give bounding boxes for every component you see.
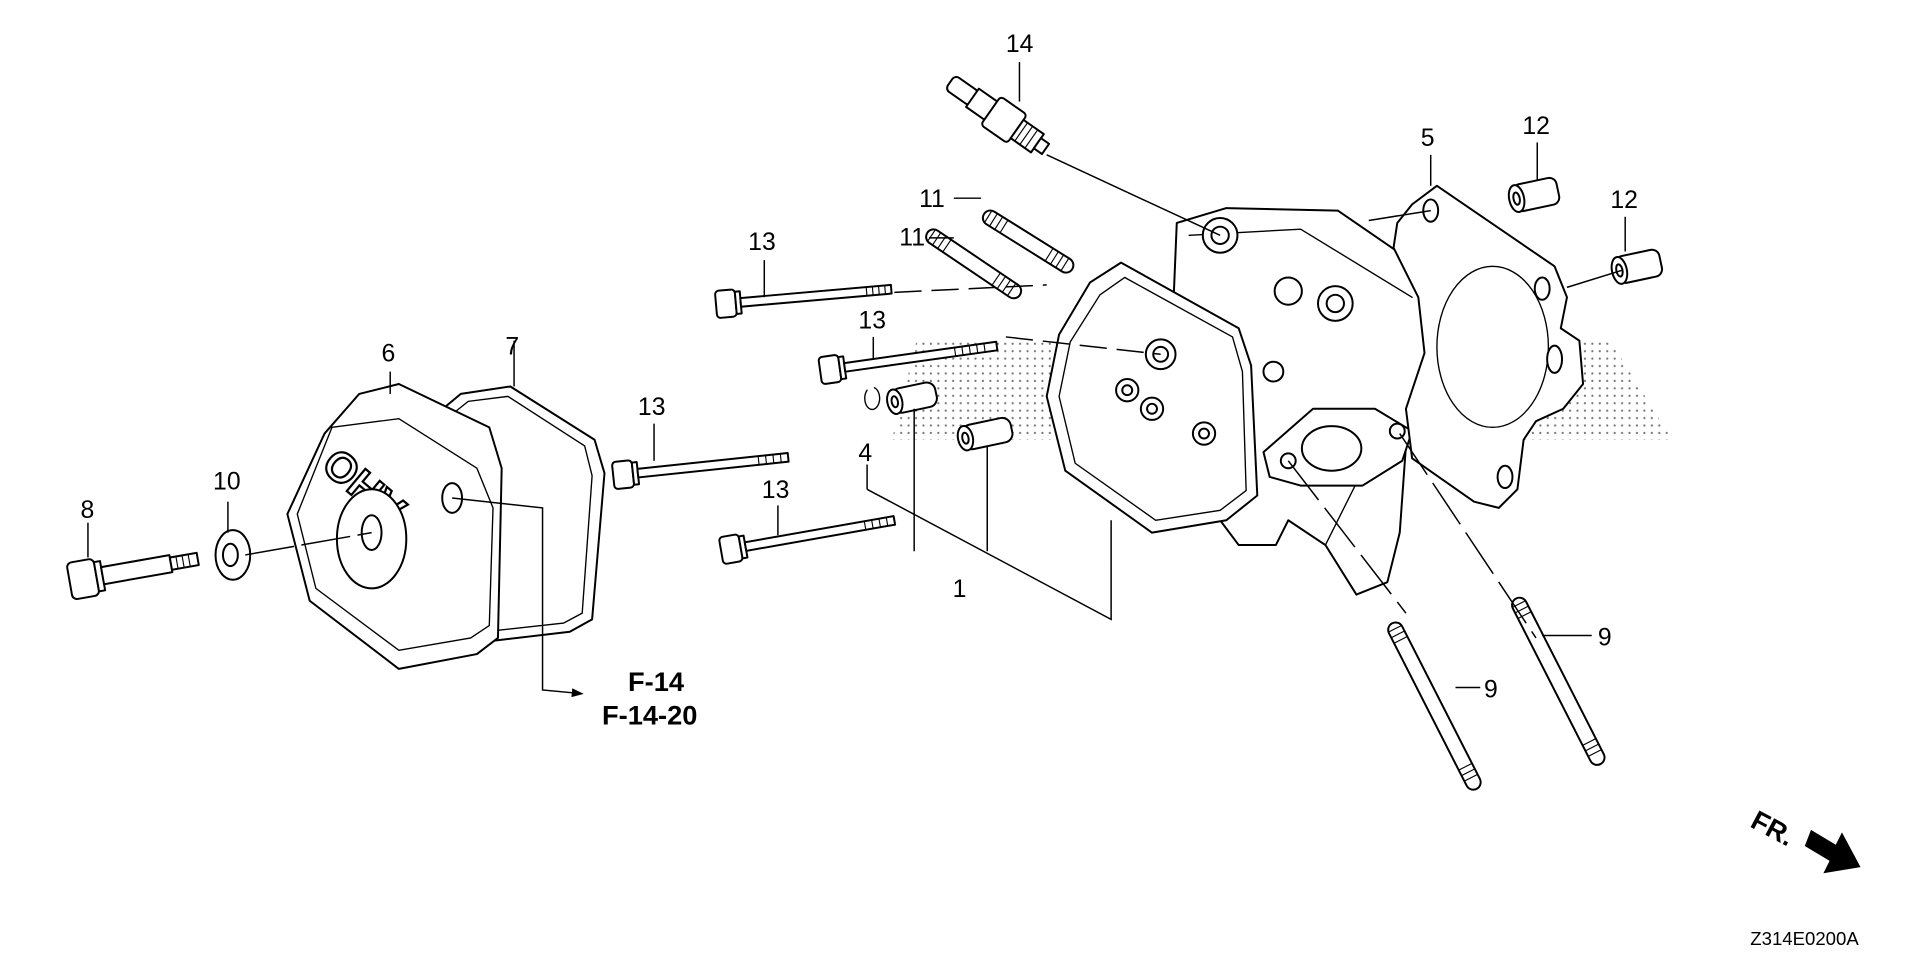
callout-10: 10	[213, 468, 241, 495]
callout-5: 5	[1421, 125, 1435, 152]
dowel-pin-b[interactable]	[956, 416, 1014, 452]
callout-13d: 13	[762, 477, 790, 504]
cylinder-head-gasket[interactable]	[1392, 184, 1585, 509]
callout-12b: 12	[1610, 187, 1638, 214]
callout-13c: 13	[638, 394, 666, 421]
leader-lines	[87, 61, 1626, 698]
callout-13b: 13	[858, 307, 886, 334]
callout-7: 7	[505, 333, 519, 360]
front-label: FR.	[1746, 804, 1799, 852]
callout-11a: 11	[919, 186, 945, 213]
spark-plug[interactable]	[940, 68, 1055, 163]
flange-bolt-13d[interactable]	[718, 507, 897, 565]
callout-12a: 12	[1522, 113, 1550, 140]
dowel-pin-a[interactable]	[885, 381, 939, 416]
washer[interactable]	[214, 529, 252, 581]
callouts: 14 11 11 13 13 13 13 4 1 5 12 12 6 7 8 1…	[81, 31, 1638, 703]
callout-14: 14	[1006, 31, 1034, 58]
callout-11b: 11	[899, 224, 925, 251]
callout-1: 1	[953, 576, 967, 603]
clip-4[interactable]	[864, 387, 881, 411]
stud-bolt-9a[interactable]	[1386, 620, 1484, 792]
dowel-pin-12a[interactable]	[1507, 176, 1561, 214]
callout-6: 6	[382, 341, 396, 368]
stud-bolt-9b[interactable]	[1509, 595, 1607, 767]
head-cover[interactable]: OHV	[286, 383, 503, 670]
callout-13a: 13	[748, 229, 776, 256]
stud-bolt-11b[interactable]	[923, 227, 1024, 302]
stud-bolt-11a[interactable]	[980, 208, 1076, 276]
flange-bolt-13c[interactable]	[611, 444, 790, 490]
front-direction-indicator: FR.	[1746, 804, 1861, 874]
flange-bolt-13b[interactable]	[817, 333, 999, 385]
dowel-pin-12b[interactable]	[1609, 248, 1664, 285]
callout-8: 8	[81, 497, 95, 524]
illustration-code: Z314E0200A	[1750, 928, 1859, 949]
callout-9a: 9	[1484, 676, 1498, 703]
cylinder-head[interactable]	[1045, 207, 1457, 596]
front-arrow-icon	[1804, 829, 1861, 874]
cross-reference-f14[interactable]: F-14	[628, 666, 685, 697]
cross-reference-f14-20[interactable]: F-14-20	[602, 700, 697, 731]
callout-9b: 9	[1598, 624, 1612, 651]
flange-bolt-13a[interactable]	[714, 276, 893, 319]
callout-4: 4	[858, 440, 872, 467]
flange-bolt-8[interactable]	[66, 541, 201, 600]
